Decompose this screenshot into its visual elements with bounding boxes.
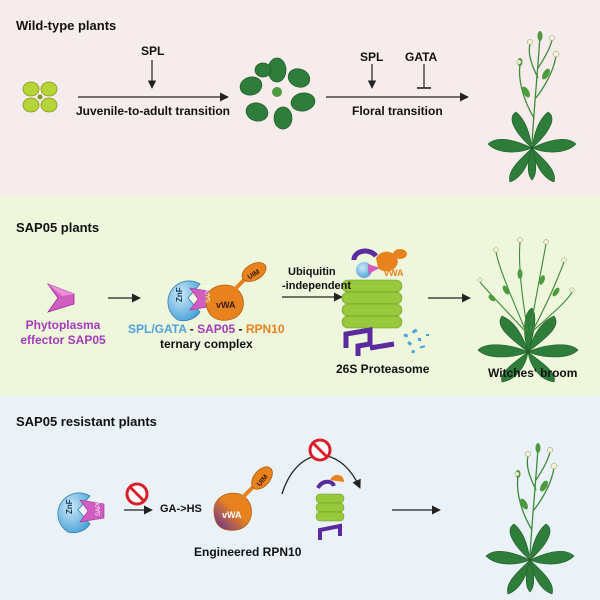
engineered-rpn10-label: Engineered RPN10 <box>194 545 302 559</box>
panel-title-sap05: SAP05 plants <box>16 220 100 235</box>
spl-label-2: SPL <box>360 50 384 64</box>
sap05-effector-icon <box>46 283 75 313</box>
proteasome-small-icon <box>315 474 345 540</box>
sap05-wedge-label-2: SAP05 <box>96 497 102 516</box>
mutation-label: GA->HS <box>160 503 202 515</box>
ternary-complex-icon <box>167 262 267 322</box>
proteasome-icon <box>341 248 407 356</box>
complex-dash-1: - <box>186 322 198 336</box>
engineered-rpn10-icon <box>213 466 273 531</box>
prohibit-icon-1 <box>125 482 149 506</box>
rosette-plant-icon <box>239 57 316 130</box>
spl-label-1: SPL <box>141 44 165 58</box>
panel-title-resistant: SAP05 resistant plants <box>16 414 157 429</box>
vwa-label: vWA <box>216 300 236 310</box>
floral-transition-label: Floral transition <box>352 104 443 118</box>
panel-title-wild-type: Wild-type plants <box>16 18 117 33</box>
flowering-plant-icon <box>487 30 577 183</box>
seedling-icon <box>22 81 58 113</box>
vwa-label-2: vWA <box>222 510 242 520</box>
sap05-panel <box>0 196 600 396</box>
prohibit-icon-2 <box>308 438 332 462</box>
znf-sap05-complex-icon <box>57 492 105 534</box>
witches-broom-plant-icon <box>477 237 579 383</box>
sap05-resistant-panel <box>0 396 600 600</box>
juvenile-to-adult-label: Juvenile-to-adult transition <box>76 104 231 118</box>
complex-dash-2: - <box>235 322 246 336</box>
effector-label-line1: Phytoplasma <box>25 318 101 332</box>
sap05-wedge-label: SAP05 <box>206 284 212 303</box>
ternary-complex-label: ternary complex <box>160 337 253 351</box>
complex-sap05: SAP05 <box>197 322 236 336</box>
degraded-fragments-icon <box>403 328 429 354</box>
znf-label-2: ZnF <box>65 499 74 514</box>
gata-label: GATA <box>405 50 438 64</box>
witches-broom-label: Witches' broom <box>488 366 578 380</box>
proteasome-vwa-label: vWA <box>384 268 404 278</box>
ubiquitin-label-line1: Ubiquitin <box>288 266 336 278</box>
complex-spl-gata: SPL/GATA <box>128 322 187 336</box>
effector-label-line2: effector SAP05 <box>20 333 106 347</box>
proteasome-label: 26S Proteasome <box>336 362 430 376</box>
ternary-complex-components: SPL/GATA - SAP05 - RPN10 <box>128 322 285 336</box>
ubiquitin-label-line2: -independent <box>282 280 352 292</box>
complex-rpn10: RPN10 <box>245 322 285 336</box>
flowering-plant-icon-2 <box>485 442 575 595</box>
znf-label: ZnF <box>175 287 184 302</box>
